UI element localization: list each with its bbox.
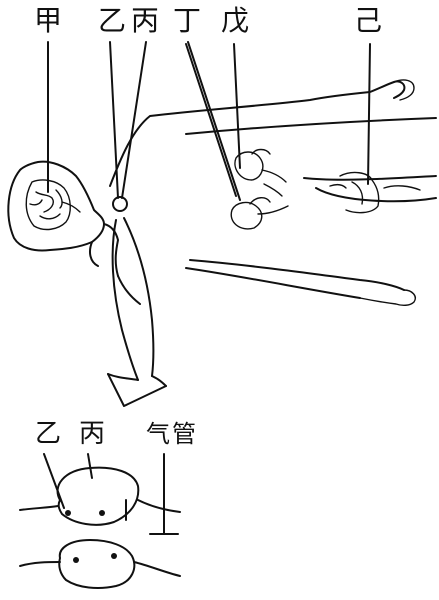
forearm-lower	[186, 268, 360, 298]
label-ji: 己	[354, 4, 382, 37]
side-waist	[118, 276, 140, 304]
label-yi: 乙	[98, 4, 126, 37]
thyroid-gland	[113, 197, 127, 211]
upper-arm	[110, 81, 404, 186]
inset-thyroid-upper	[20, 454, 180, 534]
chin-line	[90, 242, 98, 266]
body-outline	[8, 80, 436, 305]
head-outline	[8, 162, 104, 251]
label-wu: 戊	[221, 4, 249, 37]
inset-label-qiguan: 气管	[146, 420, 198, 448]
leader-ji	[368, 44, 370, 184]
adrenal-lower	[250, 198, 270, 204]
leader-bing	[122, 42, 146, 198]
inset-thyroid-lower	[20, 540, 180, 588]
leader-ding-2	[186, 44, 236, 196]
upper-torso	[186, 118, 436, 134]
lower-arm	[190, 260, 404, 290]
label-jia: 甲	[34, 4, 62, 37]
pituitary	[62, 202, 80, 212]
leader-inset-bing	[88, 454, 92, 478]
inset-label-bing: 丙	[79, 419, 105, 449]
leader-wu	[234, 44, 240, 168]
inset-label-yi: 乙	[35, 419, 61, 449]
label-ding: 丁	[173, 4, 201, 37]
lower-hand	[360, 290, 415, 305]
leader-ding	[188, 42, 240, 200]
leader-lines	[48, 42, 370, 200]
label-bing: 丙	[131, 4, 159, 37]
brain	[26, 180, 80, 229]
kidney-lower	[231, 203, 262, 229]
neck-line	[104, 224, 118, 276]
